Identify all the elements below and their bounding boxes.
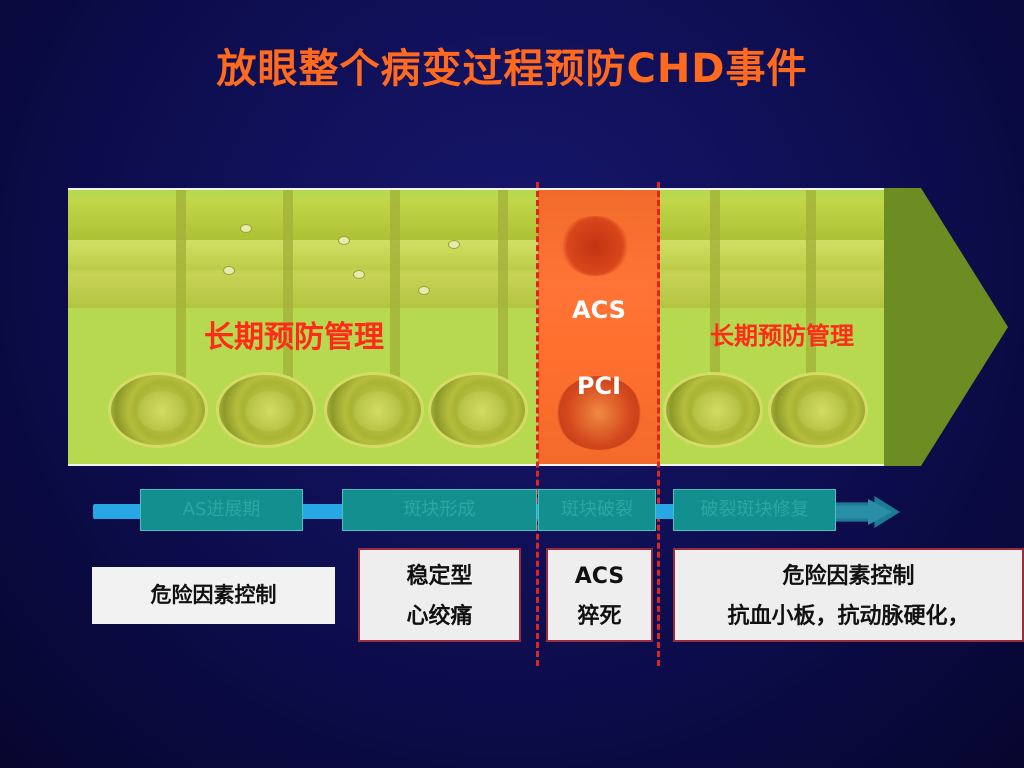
pci-label: PCI xyxy=(576,372,622,400)
vessel-lumen xyxy=(68,240,884,270)
stable-angina-box: 稳定型 心绞痛 xyxy=(358,548,521,642)
stage-plaque-formation: 斑块形成 xyxy=(342,489,537,531)
stable-angina-line-2: 心绞痛 xyxy=(406,604,473,629)
vessel-cross-section xyxy=(216,372,316,448)
cross-section-connector xyxy=(498,190,508,390)
progression-arrow-band: 长期预防管理 长期预防管理 ACS PCI xyxy=(68,188,1008,466)
acs-death-box: ACS 猝死 xyxy=(546,548,653,642)
vessel-longitudinal xyxy=(68,198,884,308)
repair-line-1: 危险因素控制 xyxy=(782,564,915,589)
repair-management-box: 危险因素控制 抗血小板，抗动脉硬化， xyxy=(673,548,1024,642)
vessel-cross-section xyxy=(108,372,208,448)
risk-control-text: 危险因素控制 xyxy=(150,583,277,607)
vessel-cross-section xyxy=(428,372,528,448)
vessel-illustration: 长期预防管理 长期预防管理 ACS PCI xyxy=(68,188,884,466)
cross-section-connector xyxy=(390,190,400,390)
cell-dot xyxy=(448,240,460,249)
slide-title: 放眼整个病变过程预防CHD事件 xyxy=(216,46,808,92)
arrow-head xyxy=(883,188,1008,466)
acs-label: ACS xyxy=(572,296,626,324)
acs-death-line-1: ACS xyxy=(574,564,625,589)
acs-death-line-2: 猝死 xyxy=(577,604,622,629)
cell-dot xyxy=(338,236,350,245)
cell-dot xyxy=(240,224,252,233)
acs-zone xyxy=(538,190,660,464)
vessel-cross-section xyxy=(768,372,868,448)
dashed-separator-left xyxy=(536,182,539,666)
cross-section-connector xyxy=(283,190,293,390)
risk-control-box: 危险因素控制 xyxy=(92,567,335,624)
repair-line-2: 抗血小板，抗动脉硬化， xyxy=(727,604,970,629)
cell-dot xyxy=(223,266,235,275)
stage-rupture-repair: 破裂斑块修复 xyxy=(673,489,836,531)
cross-section-connector xyxy=(176,190,186,390)
stage-as-progression: AS进展期 xyxy=(140,489,303,531)
dashed-separator-right xyxy=(657,182,660,666)
ruptured-plaque xyxy=(560,216,630,276)
vessel-cross-section xyxy=(663,372,763,448)
long-term-management-label-left: 长期预防管理 xyxy=(204,320,384,355)
stable-angina-line-1: 稳定型 xyxy=(406,564,473,589)
long-term-management-label-right: 长期预防管理 xyxy=(710,322,854,350)
cell-dot xyxy=(418,286,430,295)
stage-plaque-rupture: 斑块破裂 xyxy=(538,489,656,531)
cross-section-connector xyxy=(806,190,816,390)
cell-dot xyxy=(353,270,365,279)
thrombus-cross-section xyxy=(556,376,642,450)
cross-section-connector xyxy=(710,190,720,390)
vessel-cross-section xyxy=(324,372,424,448)
